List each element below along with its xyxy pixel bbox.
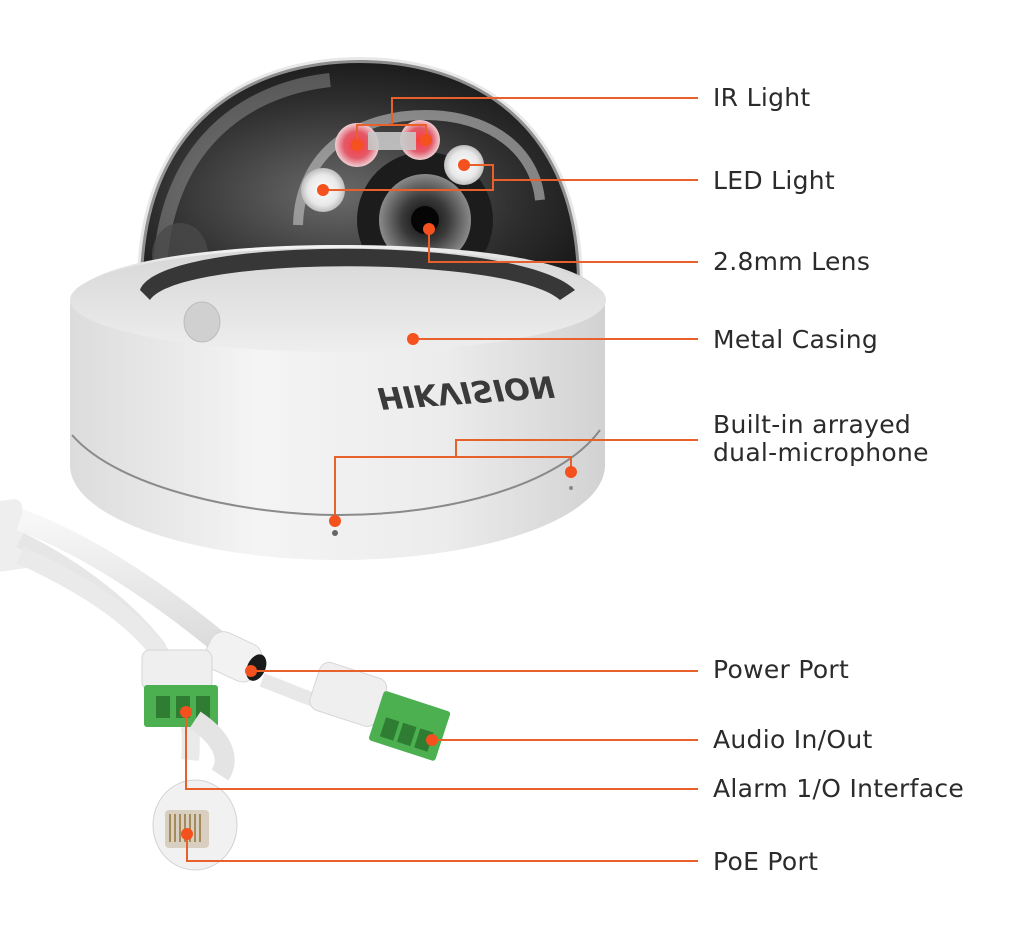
label-poe-port: PoE Port	[713, 847, 819, 876]
label-audio-io: Audio In/Out	[713, 725, 873, 754]
label-microphone-line-1: Built-in arrayed	[713, 410, 912, 439]
callout-dots	[180, 134, 577, 840]
callout-lines	[185, 97, 698, 862]
microphone-hole-icon	[332, 530, 338, 536]
cable-assembly	[0, 499, 451, 871]
label-alarm-io: Alarm 1/O Interface	[713, 774, 965, 803]
microphone-hole-icon	[569, 486, 573, 490]
label-metal-casing: Metal Casing	[713, 325, 879, 354]
label-microphone-line-2: dual-microphone	[713, 438, 929, 467]
label-lens: 2.8mm Lens	[713, 247, 871, 276]
label-led-light: LED Light	[713, 166, 836, 195]
label-ir-light: IR Light	[713, 83, 811, 112]
label-power-port: Power Port	[713, 655, 850, 684]
label-microphone: Built-in arrayed dual-microphone	[713, 411, 929, 467]
metal-casing: HIKVISION	[70, 245, 606, 560]
